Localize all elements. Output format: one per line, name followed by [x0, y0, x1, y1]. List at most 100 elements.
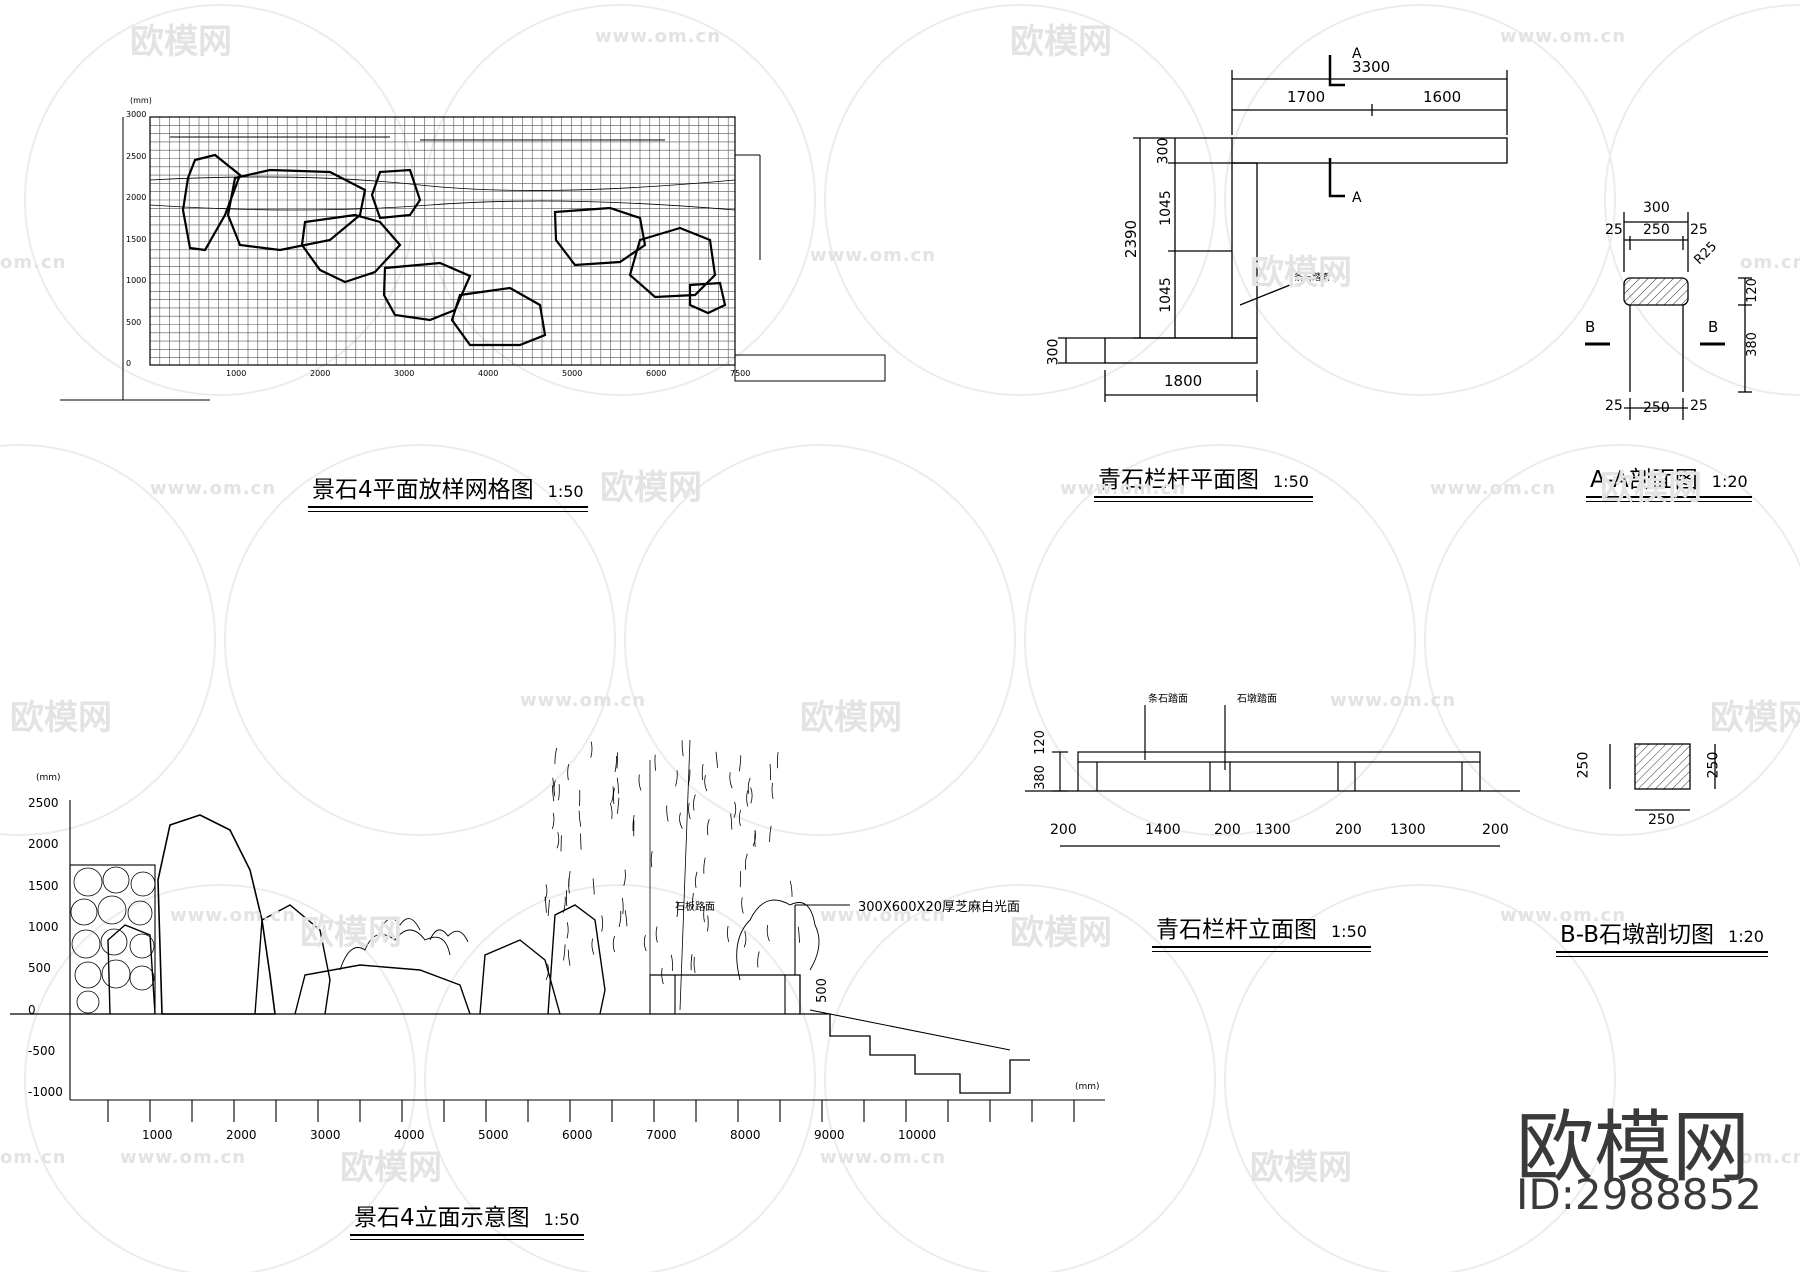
willow-leaf	[567, 922, 568, 938]
willow-leaf	[656, 926, 657, 942]
elev-note-step: 500	[815, 978, 830, 1003]
plan-x-tick: 5000	[562, 369, 582, 378]
willow-leaf	[569, 871, 570, 887]
willow-leaf	[680, 813, 683, 829]
title-railing-plan-text: 青石栏杆平面图	[1098, 467, 1259, 493]
elev-y-tick: -1000	[28, 1085, 63, 1099]
willow-leaf	[610, 803, 612, 819]
willow-leaf	[798, 927, 799, 943]
title-railing-elev-scale: 1:50	[1331, 922, 1367, 941]
aa-h1: 120	[1745, 278, 1760, 303]
willow-leaf	[704, 858, 705, 874]
willow-leaf	[559, 784, 560, 800]
re-h1: 380	[1033, 765, 1048, 790]
elev-x-tick: 10000	[898, 1128, 936, 1142]
title-section-aa-text: A-A剖面图	[1590, 467, 1698, 493]
willow-leaf	[579, 811, 581, 827]
aa-h2: 380	[1745, 332, 1760, 357]
plan-x-tick: 2000	[310, 369, 330, 378]
title-section-aa-scale: 1:20	[1712, 472, 1748, 491]
willow-leaf	[581, 834, 582, 850]
railing-elev-dim: 1300	[1390, 822, 1426, 838]
title-section-bb-text: B-B石墩剖切图	[1560, 922, 1714, 948]
willow-leaf	[767, 925, 769, 941]
dim-mid1: 1045	[1158, 190, 1174, 226]
dim-height: 2390	[1122, 220, 1140, 258]
willow-leaf	[671, 955, 672, 971]
elevation-drawing	[10, 740, 1105, 1122]
dim-top: 300	[1155, 138, 1171, 165]
title-plan-grid: 景石4平面放样网格图1:50	[308, 470, 588, 508]
willow-leaf	[552, 813, 554, 829]
plan-x-tick: 7500	[730, 369, 750, 378]
elev-x-tick: 1000	[142, 1128, 173, 1142]
elev-x-tick: 9000	[814, 1128, 845, 1142]
willow-leaf	[682, 740, 683, 756]
elev-y-tick: 2500	[28, 796, 59, 810]
railing-elev-dim: 1300	[1255, 822, 1291, 838]
willow-leaf	[624, 870, 626, 886]
elev-x-tick: 2000	[226, 1128, 257, 1142]
plan-y-tick: 2000	[126, 193, 146, 202]
railing-plan-note: 条石踏面	[1294, 270, 1330, 283]
willow-leaf	[691, 954, 692, 970]
bb-w: 250	[1648, 812, 1675, 828]
brand-id: ID:2988852	[1516, 1170, 1762, 1219]
willow-leaf	[651, 851, 652, 867]
willow-leaf	[557, 832, 559, 848]
willow-leaf	[564, 944, 566, 960]
willow-leaf	[591, 742, 592, 758]
willow-leaf	[602, 916, 603, 932]
willow-leaf	[639, 775, 641, 791]
willow-leaf	[742, 897, 744, 913]
elev-x-tick: 3000	[310, 1128, 341, 1142]
willow-leaf	[625, 910, 627, 926]
willow-leaf	[693, 794, 695, 810]
elev-x-tick: 4000	[394, 1128, 425, 1142]
willow-leaf	[705, 775, 707, 791]
willow-leaf	[772, 783, 773, 799]
willow-leaf	[655, 755, 656, 771]
willow-leaf	[662, 968, 664, 984]
aa-cut-right: B	[1708, 318, 1718, 336]
willow-leaf	[707, 915, 708, 931]
plan-x-tick: 6000	[646, 369, 666, 378]
re-note2: 石墩踏面	[1237, 690, 1277, 705]
watermark-arcs	[0, 5, 1800, 1272]
willow-leaf	[730, 772, 732, 788]
aa-a: 25	[1605, 222, 1623, 238]
plan-x-tick: 3000	[394, 369, 414, 378]
title-elevation-scale: 1:50	[544, 1210, 580, 1229]
plan-grid-unit: (mm)	[130, 96, 152, 105]
willow-leaf	[619, 911, 621, 927]
dim-left: 1700	[1287, 88, 1325, 106]
railing-elev-dim: 1400	[1145, 822, 1181, 838]
willow-leaf	[689, 803, 691, 819]
railing-elev-dim: 200	[1482, 822, 1509, 838]
willow-leaf	[758, 951, 760, 967]
aa-w: 300	[1643, 200, 1670, 216]
willow-leaf	[617, 778, 618, 794]
section-bb-drawing	[1610, 744, 1715, 810]
willow-leaf	[612, 786, 614, 802]
railing-elev-dim: 200	[1335, 822, 1362, 838]
willow-leaf	[702, 764, 703, 780]
plan-x-tick: 4000	[478, 369, 498, 378]
title-elevation-text: 景石4立面示意图	[354, 1205, 530, 1231]
aa-bw: 250	[1643, 400, 1670, 416]
elev-y-tick: -500	[28, 1044, 55, 1058]
dim-base: 300	[1045, 339, 1061, 366]
title-elevation: 景石4立面示意图 1:50	[350, 1198, 584, 1236]
aa-cut-left: B	[1585, 318, 1595, 336]
willow-leaf	[644, 935, 646, 951]
railing-elev-dim: 200	[1214, 822, 1241, 838]
elev-y-tick: 2000	[28, 837, 59, 851]
willow-leaf	[748, 778, 750, 794]
willow-leaf	[727, 926, 728, 942]
willow-leaf	[555, 748, 557, 764]
willow-leaf	[615, 756, 617, 772]
aa-c: 25	[1690, 222, 1708, 238]
elev-y-tick: 1000	[28, 920, 59, 934]
willow-leaf	[592, 939, 594, 955]
